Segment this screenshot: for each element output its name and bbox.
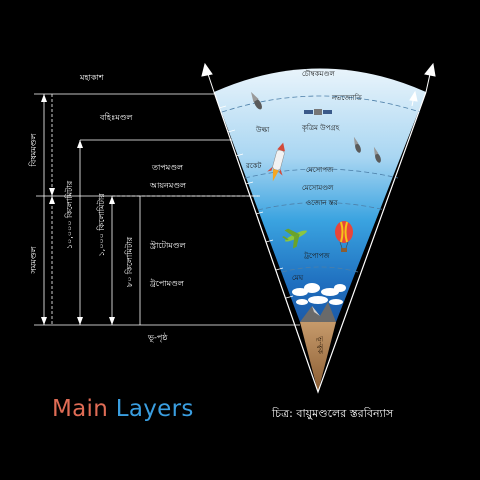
- label-ionosphere: আয়নমণ্ডল: [149, 181, 187, 190]
- cone-label-aurora: নভজ্যোতি: [331, 94, 363, 102]
- cone-label-rocket: রকেট: [245, 161, 262, 170]
- cone-label-clouds: মেঘ: [292, 274, 304, 282]
- earth-crust: [300, 322, 336, 392]
- cone-label-ozone: ওজোন স্তর: [306, 199, 338, 207]
- label-stratosphere: স্ট্রাটোমণ্ডল: [149, 240, 187, 250]
- vlabel-heterosphere: বিষমমণ্ডল: [29, 133, 38, 168]
- airplane-icon: [282, 228, 307, 249]
- main-title: Main Layers: [52, 396, 194, 422]
- figure-caption: চিত্র: বায়ুমণ্ডলের স্তরবিন্যাস: [272, 407, 394, 420]
- cone-label-earth: ভূ-ত্বক: [316, 335, 324, 354]
- cone-edge-ticks: [218, 105, 294, 299]
- label-ground: ভূ-পৃষ্ঠ: [147, 332, 168, 342]
- main-title-word-layers: Layers: [115, 396, 194, 422]
- mountain-icons: [300, 302, 336, 322]
- main-title-word-main: Main: [52, 396, 109, 422]
- rocket-icon: [267, 142, 285, 182]
- vlabel-km-80: ৮০ কিলোমিটার: [124, 236, 134, 287]
- vlabel-homosphere: সমমণ্ডল: [29, 246, 38, 275]
- guide-arrowheads: [41, 94, 115, 325]
- label-exosphere: বহিঃমণ্ডল: [99, 113, 133, 122]
- balloon-icon: [335, 221, 353, 252]
- cone-label-tropopause: ট্রপোপজ: [303, 251, 330, 260]
- vlabel-km-1000: ১,০০০ কিলোমিটার: [96, 193, 106, 257]
- meteor-icons: [251, 91, 381, 163]
- cloud-icons: [292, 283, 346, 305]
- boundary-arrows: [201, 62, 436, 107]
- atmosphere-cone: [214, 68, 426, 322]
- cone-label-meteor: উল্কা: [255, 125, 270, 134]
- label-space: মহাকাশ: [79, 73, 104, 82]
- satellite-icon: [304, 109, 332, 115]
- label-troposphere: ট্রপোমণ্ডল: [149, 279, 185, 288]
- layer-boundaries: [221, 95, 421, 273]
- cone-label-exosphere: চৌম্বকমণ্ডল: [302, 70, 335, 78]
- label-thermosphere: তাপমণ্ডল: [151, 163, 184, 172]
- cone-label-mesopause: মেসোপজ: [306, 166, 334, 174]
- cone-label-satellite: কৃত্রিম উপগ্রহ: [301, 123, 340, 132]
- vlabel-km-10000: ১০,০০০ কিলোমিটার: [64, 180, 74, 249]
- cone-label-mesosphere: মেসোমণ্ডল: [302, 184, 334, 192]
- left-guide-lines: [34, 93, 300, 326]
